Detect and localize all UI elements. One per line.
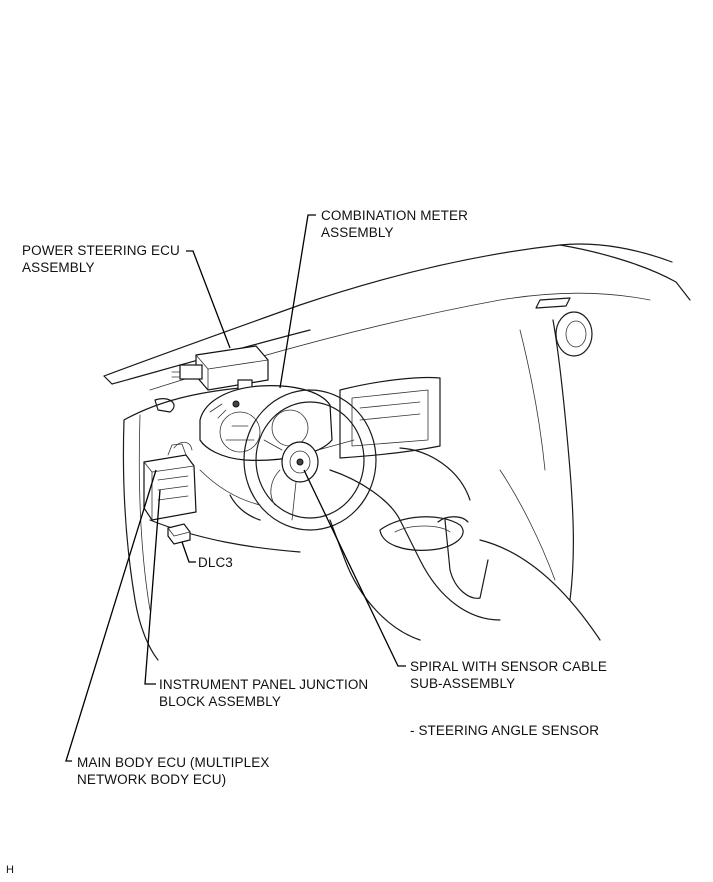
corner-mark: H xyxy=(6,864,14,876)
dashboard-outline xyxy=(103,243,691,661)
steering-angle-sensor-label-text: - STEERING ANGLE SENSOR xyxy=(410,723,600,738)
main-body-ecu-label: MAIN BODY ECU (MULTIPLEX NETWORK BODY EC… xyxy=(77,754,269,788)
instrument-panel-junction-label-line2: BLOCK ASSEMBLY xyxy=(159,694,281,709)
power-steering-ecu-label-line2: ASSEMBLY xyxy=(22,260,95,275)
steering-angle-sensor-label: - STEERING ANGLE SENSOR xyxy=(410,722,599,739)
spiral-cable-label-line2: SUB-ASSEMBLY xyxy=(410,676,516,691)
spiral-cable-label-line1: SPIRAL WITH SENSOR CABLE xyxy=(410,659,607,674)
combination-meter-label-line1: COMBINATION METER xyxy=(321,208,468,223)
power-steering-ecu-label-line1: POWER STEERING ECU xyxy=(22,243,180,258)
main-body-ecu-label-line1: MAIN BODY ECU (MULTIPLEX xyxy=(77,755,270,770)
steering-wheel-part xyxy=(243,389,377,531)
leader-lines xyxy=(65,214,406,762)
combination-meter-label: COMBINATION METER ASSEMBLY xyxy=(321,207,468,241)
main-body-ecu-label-line2: NETWORK BODY ECU) xyxy=(77,772,227,787)
junction-block-part xyxy=(143,441,197,521)
dlc3-label-text: DLC3 xyxy=(198,555,233,570)
spiral-cable-label: SPIRAL WITH SENSOR CABLE SUB-ASSEMBLY xyxy=(410,658,607,692)
instrument-panel-junction-label: INSTRUMENT PANEL JUNCTION BLOCK ASSEMBLY xyxy=(159,676,368,710)
power-steering-ecu-label: POWER STEERING ECU ASSEMBLY xyxy=(22,242,180,276)
dlc3-part xyxy=(167,523,191,545)
combination-meter-label-line2: ASSEMBLY xyxy=(321,225,394,240)
instrument-panel-junction-label-line1: INSTRUMENT PANEL JUNCTION xyxy=(159,677,369,692)
dlc3-label: DLC3 xyxy=(198,554,233,571)
power-steering-ecu-part xyxy=(171,345,269,391)
